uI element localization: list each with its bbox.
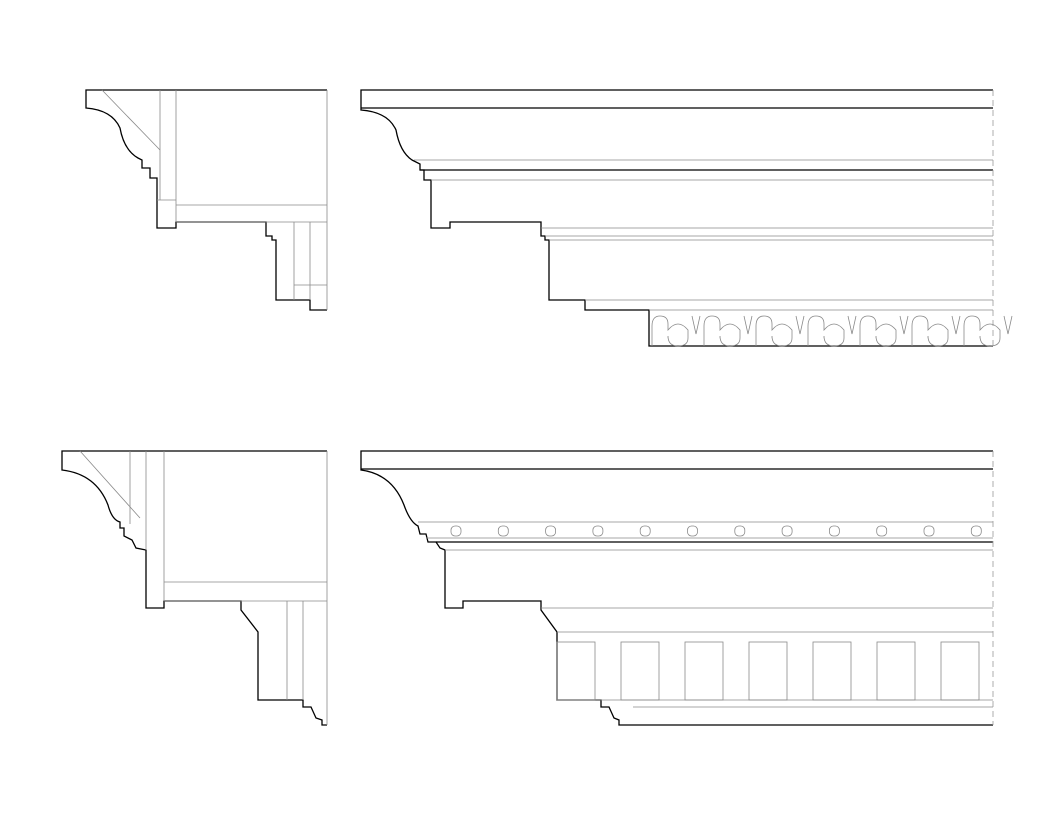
scallop-dart	[691, 315, 701, 335]
bead-ornament	[781, 525, 793, 537]
scallop-ornament	[651, 315, 689, 347]
scallop-dart	[743, 315, 753, 335]
bead-row	[450, 525, 982, 537]
bead-ornament	[734, 525, 746, 537]
bottom-profile-guide	[79, 450, 141, 519]
dentil-block	[812, 641, 852, 701]
bead-ornament	[545, 525, 556, 537]
top-profile-guide	[101, 89, 161, 151]
top-profile-outline	[85, 89, 327, 311]
top-cornice-elevation	[360, 89, 1013, 347]
scallop-ornament	[755, 315, 793, 347]
scallop-dart	[951, 315, 961, 335]
bead-ornament	[639, 525, 651, 537]
bottom-profile-outline	[61, 450, 327, 726]
dentil-block	[620, 641, 660, 701]
bead-ornament	[687, 525, 698, 537]
dentil-block	[748, 641, 788, 701]
dentil-block	[684, 641, 724, 701]
bead-ornament	[592, 525, 604, 537]
top-profile-section	[85, 89, 328, 311]
dentil-block	[876, 641, 916, 701]
scallop-dart	[899, 315, 909, 335]
dentil-block	[940, 641, 980, 701]
scallop-ornament	[807, 315, 845, 347]
scallop-ornament	[859, 315, 897, 347]
scallop-ornament	[963, 315, 1001, 347]
dentil-row	[556, 641, 980, 701]
scallop-dart	[795, 315, 805, 335]
bead-ornament	[923, 525, 935, 537]
bead-ornament	[970, 525, 982, 537]
top-elevation-outline	[360, 89, 993, 347]
scallop-ornament	[703, 315, 741, 347]
scallop-dart	[1003, 315, 1013, 335]
scallop-dart	[847, 315, 857, 335]
bead-ornament	[829, 525, 840, 537]
dentil-block	[556, 641, 596, 701]
bead-ornament	[497, 525, 509, 537]
bead-ornament	[450, 525, 462, 537]
bead-ornament	[876, 525, 888, 537]
scallop-ornament	[911, 315, 949, 347]
scalloped-bed-mold-row	[651, 315, 1013, 347]
bottom-elevation-outline	[360, 450, 993, 726]
bottom-profile-section	[61, 450, 328, 726]
bottom-cornice-elevation	[360, 450, 994, 726]
